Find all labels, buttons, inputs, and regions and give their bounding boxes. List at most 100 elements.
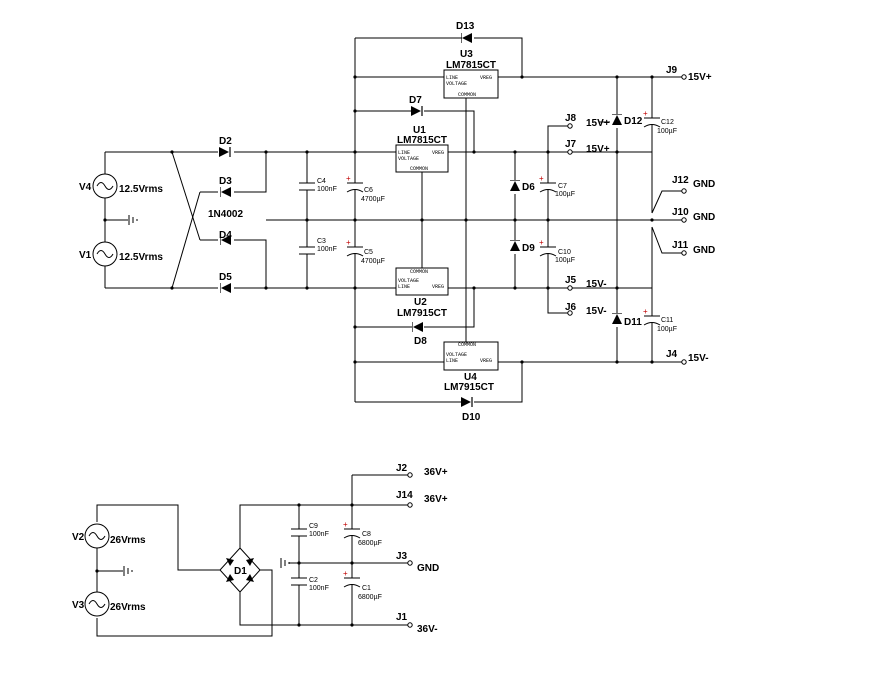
connector-j11: J11 GND <box>672 240 715 256</box>
svg-text:4700µF: 4700µF <box>361 196 385 203</box>
svg-text:36V+: 36V+ <box>424 494 448 505</box>
svg-text:C8: C8 <box>362 531 371 538</box>
svg-text:C12: C12 <box>661 119 674 126</box>
svg-text:C5: C5 <box>364 249 373 256</box>
diode-d7: D7 <box>409 95 423 116</box>
svg-text:15V-: 15V- <box>586 306 607 317</box>
svg-text:36V-: 36V- <box>417 624 438 635</box>
bottom-junctions <box>95 503 354 627</box>
source-v3: V3 26Vrms <box>72 591 146 617</box>
svg-text:D13: D13 <box>456 21 475 32</box>
svg-text:C7: C7 <box>558 183 567 190</box>
diode-d6: D6 <box>510 180 535 193</box>
svg-text:GND: GND <box>693 212 715 223</box>
svg-text:C6: C6 <box>364 187 373 194</box>
svg-text:D12: D12 <box>624 116 643 127</box>
connector-j2: J2 36V+ <box>396 463 448 478</box>
connector-j1: J1 36V- <box>396 612 438 635</box>
svg-text:D2: D2 <box>219 136 232 147</box>
svg-text:D6: D6 <box>522 182 535 193</box>
svg-text:+: + <box>346 174 351 183</box>
svg-text:J9: J9 <box>666 65 678 76</box>
svg-text:VREG: VREG <box>432 284 444 290</box>
capacitor-c6: + C6 4700µF <box>346 174 385 203</box>
ground-icon <box>280 557 290 569</box>
capacitor-c3: C3 100nF <box>299 238 337 255</box>
svg-text:VREG: VREG <box>480 75 492 81</box>
svg-text:6800µF: 6800µF <box>358 594 382 601</box>
diode-d10: D10 <box>461 397 481 423</box>
svg-text:VOLTAGE: VOLTAGE <box>398 156 419 162</box>
connector-j14: J14 36V+ <box>396 490 448 508</box>
svg-text:LM7915CT: LM7915CT <box>397 308 447 319</box>
svg-text:+: + <box>539 174 544 183</box>
svg-text:100nF: 100nF <box>309 531 329 538</box>
svg-text:LM7815CT: LM7815CT <box>397 135 447 146</box>
svg-text:VREG: VREG <box>432 150 444 156</box>
svg-text:J6: J6 <box>565 302 577 313</box>
diode-d8: D8 <box>412 322 427 347</box>
svg-text:+: + <box>643 307 648 316</box>
svg-text:D3: D3 <box>219 176 232 187</box>
diode-d5: D5 <box>219 272 232 293</box>
svg-text:+: + <box>343 569 348 578</box>
svg-text:LM7815CT: LM7815CT <box>446 60 496 71</box>
svg-text:100µF: 100µF <box>657 326 677 333</box>
svg-text:+: + <box>343 520 348 529</box>
svg-text:C4: C4 <box>317 178 326 185</box>
regulator-u4: COMMON VOLTAGE LINE VREG U4 LM7915CT <box>443 341 499 393</box>
svg-text:J5: J5 <box>565 275 577 286</box>
svg-text:100µF: 100µF <box>555 257 575 264</box>
svg-text:12.5Vrms: 12.5Vrms <box>119 184 163 195</box>
svg-text:GND: GND <box>693 179 715 190</box>
svg-text:VOLTAGE: VOLTAGE <box>446 81 467 87</box>
svg-text:D10: D10 <box>462 412 481 423</box>
diode-d4: D4 <box>219 230 232 245</box>
svg-text:LINE: LINE <box>446 358 458 364</box>
svg-text:J10: J10 <box>672 207 689 218</box>
ground-icon <box>128 214 138 226</box>
bridge-rectifier-d1: D1 <box>219 547 261 593</box>
diode-d11: D11 <box>612 313 642 328</box>
svg-text:15V-: 15V- <box>688 353 709 364</box>
diode-d2: D2 <box>219 136 232 157</box>
capacitor-c10: + C10 100µF <box>539 238 575 264</box>
svg-text:6800µF: 6800µF <box>358 540 382 547</box>
capacitor-c4: C4 100nF <box>299 178 337 193</box>
svg-text:VOLTAGE: VOLTAGE <box>446 352 467 358</box>
capacitor-c5: + C5 4700µF <box>346 238 385 265</box>
capacitor-c7: + C7 100µF <box>539 174 575 198</box>
connector-j6: J6 15V- <box>565 302 607 317</box>
capacitor-c1: + C1 6800µF <box>343 569 382 601</box>
svg-text:D9: D9 <box>522 243 535 254</box>
svg-text:U1: U1 <box>413 125 426 136</box>
svg-text:15V+: 15V+ <box>586 144 610 155</box>
svg-text:D7: D7 <box>409 95 422 106</box>
svg-text:D4: D4 <box>219 230 232 241</box>
connector-j12: J12 GND <box>672 175 715 194</box>
diode-d13: D13 <box>456 21 475 43</box>
svg-text:26Vrms: 26Vrms <box>110 602 146 613</box>
svg-text:GND: GND <box>693 245 715 256</box>
svg-text:D8: D8 <box>414 336 427 347</box>
svg-text:J1: J1 <box>396 612 408 623</box>
svg-text:26Vrms: 26Vrms <box>110 535 146 546</box>
top-junctions <box>103 75 654 364</box>
svg-text:C11: C11 <box>661 317 673 324</box>
regulator-u1: LINE VOLTAGE VREG COMMON U1 LM7815CT <box>395 125 449 173</box>
connector-j4: J4 15V- <box>666 349 709 365</box>
svg-text:U2: U2 <box>414 297 427 308</box>
diode-d3: D3 <box>219 176 232 197</box>
svg-text:V1: V1 <box>79 250 92 261</box>
svg-text:100µF: 100µF <box>657 128 677 135</box>
source-v4: V4 12.5Vrms <box>79 173 163 199</box>
svg-text:LM7915CT: LM7915CT <box>444 382 494 393</box>
connector-j7: J7 15V+ <box>565 139 610 155</box>
svg-text:COMMON: COMMON <box>458 92 476 98</box>
connector-j3: J3 GND <box>396 551 439 574</box>
svg-text:COMMON: COMMON <box>410 166 428 172</box>
svg-text:VREG: VREG <box>480 358 492 364</box>
svg-text:C2: C2 <box>309 577 318 584</box>
svg-text:C1: C1 <box>362 585 371 592</box>
